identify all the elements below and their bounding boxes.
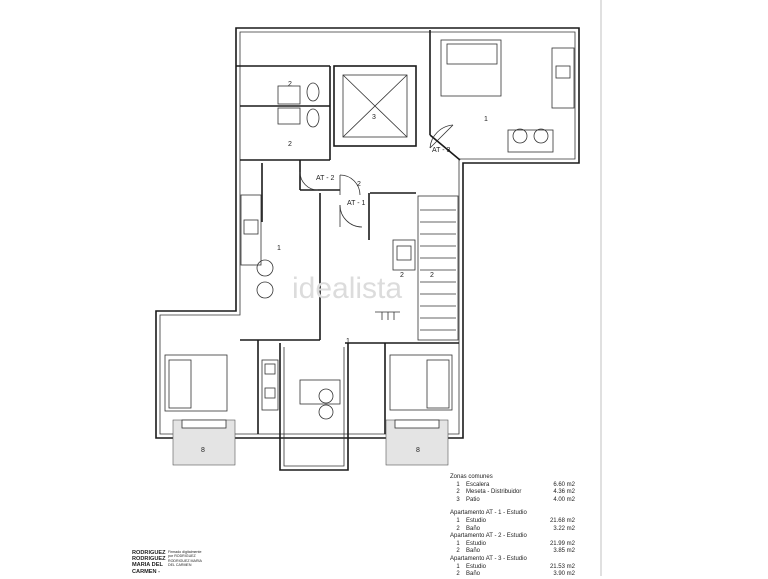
label-kitchen-center: 2 <box>400 272 404 279</box>
doors <box>299 124 454 228</box>
label-stair: 2 <box>430 272 434 279</box>
outer-walls <box>155 27 580 439</box>
label-at3-studio: 1 <box>484 116 488 123</box>
signer-name-line: RODRIGUEZ <box>132 550 166 556</box>
label-terrace-right: 8 <box>416 447 420 454</box>
label-terrace-left: 8 <box>201 447 205 454</box>
label-patio: 3 <box>372 114 376 121</box>
signer-name-line: RODRIGUEZ <box>132 556 166 563</box>
washbasin-upper <box>277 85 301 105</box>
room-labels: 2 2 3 1 AT - 3 AT - 2 2 AT - 1 1 2 2 1 8… <box>201 81 488 454</box>
digital-signature: RODRIGUEZ RODRIGUEZ MARIA DEL CARMEN - F… <box>132 550 204 575</box>
label-bath-lower: 2 <box>288 141 292 148</box>
label-at2-door: AT - 2 <box>316 175 335 182</box>
label-at3-door: AT - 3 <box>432 147 451 154</box>
label-distributor: 2 <box>357 181 361 188</box>
furniture <box>164 39 575 466</box>
legend-common-title: Zonas comunes <box>450 474 493 480</box>
bed-at3 <box>440 39 502 97</box>
legend-apartment-title: Apartamento AT - 2 - Estudio <box>450 533 527 540</box>
label-at1-door: AT - 1 <box>347 200 366 207</box>
label-left-studio: 1 <box>277 245 281 252</box>
interior-walls <box>236 30 461 471</box>
signer-name-line: MARIA DEL <box>132 562 163 569</box>
washbasin-lower <box>277 107 301 125</box>
legend-apartment-title: Apartamento AT - 1 - Estudio <box>450 510 527 517</box>
bed-right <box>389 354 453 411</box>
signer-name-line: CARMEN - <box>132 568 160 575</box>
watermark: idealista <box>292 272 403 305</box>
label-bath-upper: 2 <box>288 81 292 88</box>
legend-apartment-title: Apartamento AT - 3 - Estudio <box>450 555 527 562</box>
label-center-studio: 1 <box>346 338 350 345</box>
bed-left <box>164 354 228 412</box>
signature-stamp: Firmado digitalmente por RODRIGUEZ RODRI… <box>168 550 202 568</box>
